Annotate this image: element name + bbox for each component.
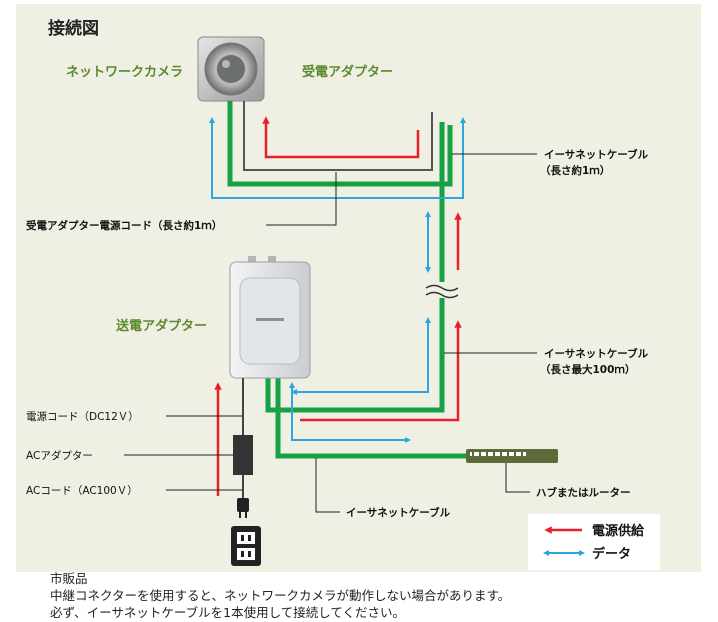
top-power-arrow — [262, 116, 420, 159]
sending-adapter — [229, 256, 311, 379]
legend-box: 電源供給 データ — [528, 514, 660, 570]
ethernet-cable-1m-length: （長さ約1ｍ） — [540, 164, 610, 177]
camera-green-cable — [227, 101, 453, 187]
ethernet-cable-hub-label: イーサネットケーブル — [346, 506, 451, 519]
leader-adapter-power-cord — [266, 172, 337, 226]
note-line-2: 中継コネクターを使用すると、ネットワークカメラが動作しない場合があります。 — [50, 588, 510, 603]
ethernet-cable-100m-length: （長さ最大100ｍ） — [540, 363, 635, 376]
cable-break-mark — [425, 282, 459, 299]
leader-ethernet-hub — [315, 458, 340, 513]
hub-green-cable — [275, 374, 466, 459]
receiving-adapter-label: 受電アダプター — [302, 64, 393, 80]
hub-router-icon — [466, 449, 558, 463]
note-line-1: 市販品 — [50, 571, 88, 586]
receiving-power-cord-line — [243, 101, 433, 171]
camera-label: ネットワークカメラ — [66, 65, 183, 80]
diagram-background — [16, 4, 701, 572]
legend-power-label: 電源供給 — [592, 523, 645, 539]
lower-data-arrow-hub — [289, 382, 411, 443]
wall-outlet-icon — [231, 526, 261, 566]
adapter-power-cord-label: 受電アダプター電源コード（長さ約1ｍ） — [26, 219, 222, 232]
note-line-3: 必ず、イーサネットケーブルを1本使用して接続してください。 — [50, 605, 405, 620]
legend-data-label: データ — [592, 546, 631, 562]
power-cord-label: 電源コード（DC12Ｖ） — [26, 410, 139, 423]
sending-adapter-label: 送電アダプター — [115, 318, 207, 334]
network-camera — [197, 36, 265, 102]
ac-adapter-label: ACアダプター — [26, 449, 93, 462]
top-data-arrow — [209, 117, 466, 199]
ethernet-cable-100m-label: イーサネットケーブル — [544, 347, 649, 360]
plug-icon — [237, 498, 249, 518]
ac-adapter-box — [233, 435, 253, 475]
leader-hub-router — [505, 463, 530, 493]
diagram-title: 接続図 — [48, 18, 99, 39]
ethernet-cable-1m-label: イーサネットケーブル — [544, 148, 649, 161]
ac-cord-label: ACコード（AC100Ｖ） — [26, 485, 138, 497]
hub-router-label: ハブまたはルーター — [536, 486, 631, 499]
